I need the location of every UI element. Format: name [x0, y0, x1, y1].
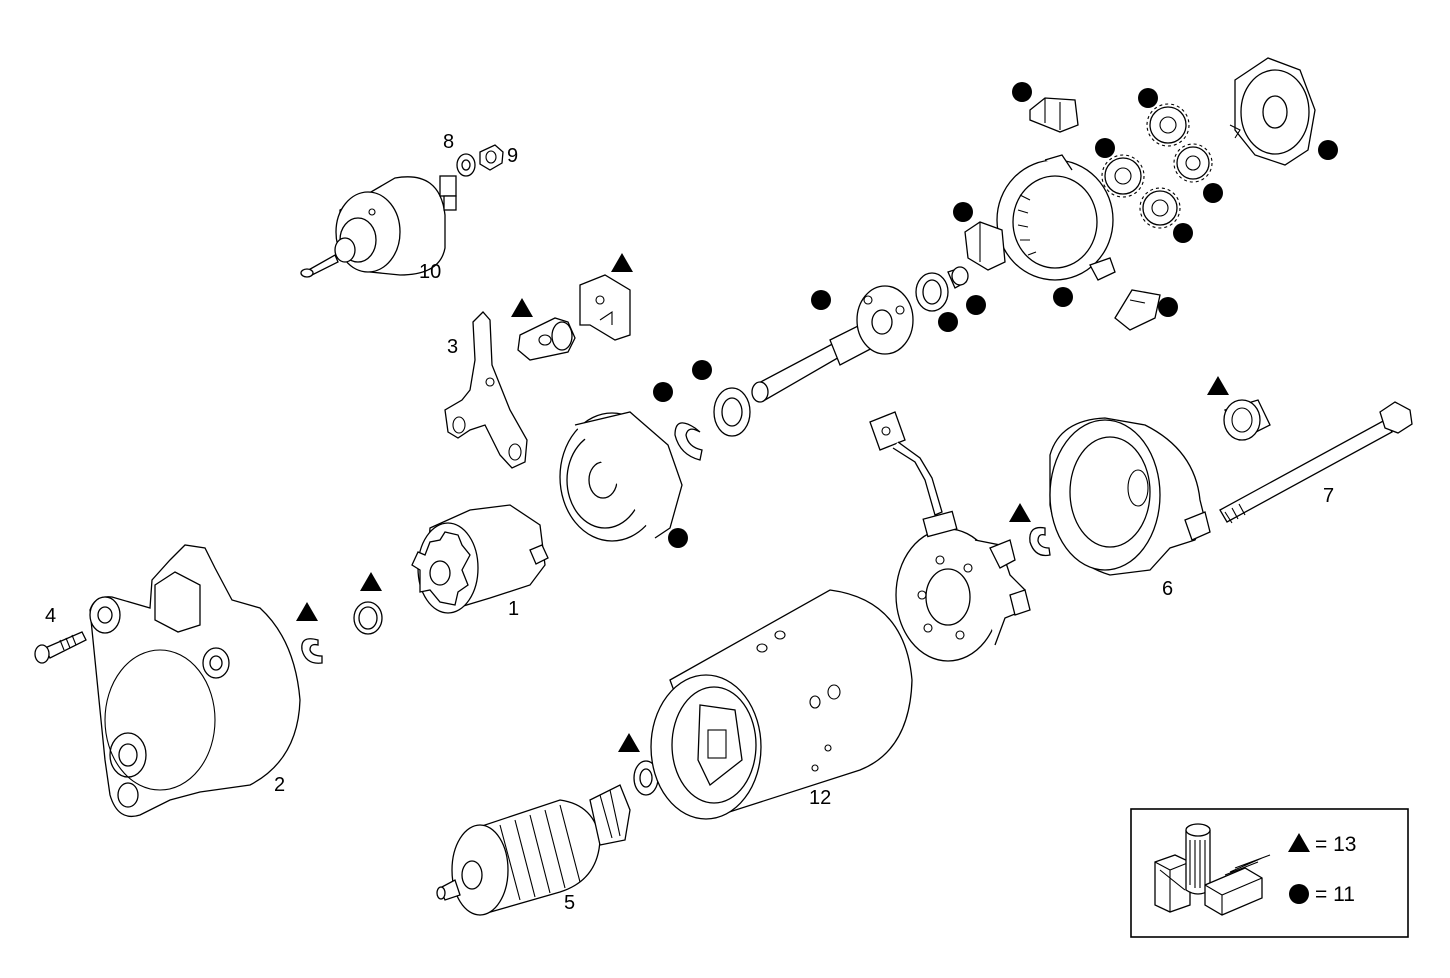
circle-marker-icon	[966, 295, 986, 315]
circle-marker-icon	[692, 360, 712, 380]
repair-kit-boxes-icon	[1154, 823, 1271, 916]
circle-markers	[653, 82, 1338, 548]
circle-marker-icon	[953, 202, 973, 222]
stop-ring	[353, 601, 383, 635]
brush-holder-plate	[869, 411, 1031, 662]
carrier-bushing	[947, 266, 969, 289]
legend-triangle-text: = 13	[1315, 833, 1356, 856]
snap-ring-small	[301, 638, 323, 664]
circle-marker-icon	[938, 312, 958, 332]
triangle-marker-icon	[296, 602, 318, 621]
circle-marker-icon	[668, 528, 688, 548]
label-part-5: 5	[564, 892, 575, 914]
rubber-block-3	[1114, 289, 1161, 331]
circlip	[674, 422, 703, 461]
output-shaft	[751, 285, 914, 403]
label-part-4: 4	[45, 605, 56, 627]
circle-marker-icon	[1138, 88, 1158, 108]
part-1-drive-pinion	[411, 504, 549, 614]
triangle-marker-icon	[611, 253, 633, 272]
triangle-marker-icon	[1288, 833, 1310, 852]
ring-gear	[996, 154, 1116, 281]
part-2-drive-end-housing	[89, 544, 301, 818]
thrust-washer	[713, 387, 751, 437]
triangle-marker-icon	[618, 733, 640, 752]
legend-circle-text: = 11	[1315, 883, 1355, 906]
label-part-6: 6	[1162, 578, 1173, 600]
circle-marker-icon	[811, 290, 831, 310]
part-5-armature	[436, 784, 631, 916]
label-part-3: 3	[447, 336, 458, 358]
rubber-block-2	[964, 221, 1006, 271]
planet-gear-1	[1146, 103, 1190, 147]
part-8-washer	[456, 153, 476, 177]
pivot-block	[579, 274, 631, 341]
pivot-bushing	[517, 317, 576, 361]
gear-cover-plate	[1229, 57, 1316, 166]
planet-gear-4	[1139, 187, 1181, 229]
circle-marker-icon	[1158, 297, 1178, 317]
circle-marker-icon	[1203, 183, 1223, 203]
label-part-1: 1	[508, 598, 519, 620]
legend: = 13 = 11	[1130, 808, 1409, 938]
circle-marker-icon	[1289, 884, 1309, 904]
label-part-9: 9	[507, 145, 518, 167]
triangle-marker-icon	[511, 298, 533, 317]
planet-gear-2	[1101, 154, 1145, 198]
carrier-washer	[915, 272, 949, 312]
triangle-marker-icon	[1207, 376, 1229, 395]
circle-marker-icon	[1053, 287, 1073, 307]
circle-marker-icon	[653, 382, 673, 402]
circle-marker-icon	[1095, 138, 1115, 158]
brush-clip	[1029, 526, 1051, 557]
part-6-end-housing	[1049, 417, 1211, 576]
part-labels: 1 2 3 4 5 6 7 8 9 10 12	[45, 131, 1334, 914]
part-12-yoke	[650, 589, 913, 820]
label-part-7: 7	[1323, 485, 1334, 507]
end-bushing	[1223, 399, 1271, 441]
circle-marker-icon	[1173, 223, 1193, 243]
triangle-marker-icon	[1009, 503, 1031, 522]
rubber-block-1	[1029, 97, 1079, 133]
part-10-solenoid	[300, 175, 457, 278]
armature-washer	[633, 760, 659, 796]
part-4-bolt	[34, 631, 87, 664]
intermediate-plate	[559, 411, 683, 542]
triangle-markers	[296, 253, 1229, 752]
triangle-marker-icon	[360, 572, 382, 591]
label-part-8: 8	[443, 131, 454, 153]
label-part-10: 10	[419, 261, 441, 283]
label-part-12: 12	[809, 787, 831, 809]
label-part-2: 2	[274, 774, 285, 796]
circle-marker-icon	[1012, 82, 1032, 102]
part-3-fork-lever	[444, 311, 528, 469]
part-7-through-bolt	[1219, 401, 1413, 524]
part-9-nut	[479, 144, 504, 171]
planet-gear-3	[1173, 143, 1213, 183]
circle-marker-icon	[1318, 140, 1338, 160]
